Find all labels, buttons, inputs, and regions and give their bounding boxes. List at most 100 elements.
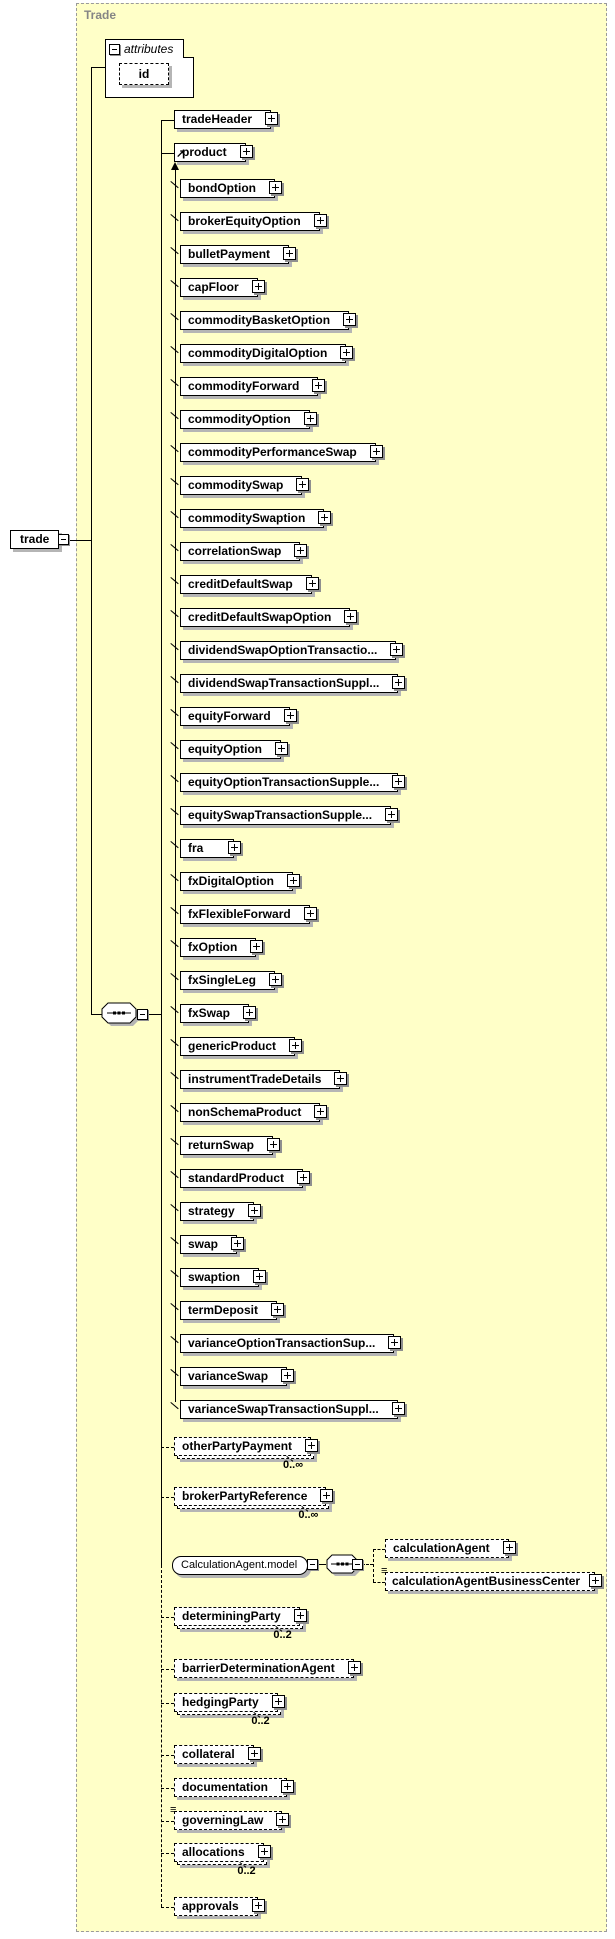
expand-icon[interactable] — [281, 1780, 294, 1793]
element-commoditySwaption[interactable]: commoditySwaption — [180, 509, 332, 528]
expand-icon[interactable] — [289, 1039, 303, 1052]
expand-icon[interactable] — [589, 1574, 603, 1587]
element-genericProduct[interactable]: genericProduct — [180, 1037, 303, 1056]
expand-icon[interactable] — [287, 874, 300, 887]
element-creditDefaultSwapOption[interactable]: creditDefaultSwapOption — [180, 608, 358, 627]
element-swap[interactable]: swap — [180, 1235, 245, 1254]
sequence-icon[interactable] — [101, 1002, 141, 1030]
expand-icon[interactable] — [294, 544, 308, 557]
expand-icon[interactable] — [297, 1171, 311, 1184]
element-commodityForward[interactable]: commodityForward — [180, 377, 326, 396]
element-product[interactable]: product — [174, 143, 253, 162]
expand-icon[interactable] — [271, 1695, 285, 1708]
expand-icon[interactable] — [314, 1105, 328, 1118]
element-commoditySwap[interactable]: commoditySwap — [180, 476, 310, 495]
element-documentation[interactable]: documentation — [174, 1778, 294, 1797]
element-swaption[interactable]: swaption — [180, 1268, 267, 1287]
element-commodityBasketOption[interactable]: commodityBasketOption — [180, 311, 357, 330]
element-bondOption[interactable]: bondOption — [180, 179, 282, 198]
element-commodityDigitalOption[interactable]: commodityDigitalOption — [180, 344, 354, 363]
expand-icon[interactable] — [275, 742, 288, 755]
expand-icon[interactable] — [251, 280, 265, 293]
element-dividendSwapTransactionSuppl...[interactable]: dividendSwapTransactionSuppl... — [180, 674, 406, 693]
expand-icon[interactable] — [392, 676, 406, 689]
expand-icon[interactable] — [228, 841, 241, 854]
expand-icon[interactable] — [265, 112, 279, 125]
expand-icon[interactable] — [283, 247, 297, 260]
group-calculation-agent-model[interactable]: CalculationAgent.model — [172, 1555, 318, 1575]
element-equityOption[interactable]: equityOption — [180, 740, 288, 759]
expand-icon[interactable] — [257, 1845, 271, 1858]
expand-icon[interactable] — [320, 1489, 334, 1502]
element-returnSwap[interactable]: returnSwap — [180, 1136, 281, 1155]
expand-icon[interactable] — [293, 1609, 307, 1622]
element-commodityPerformanceSwap[interactable]: commodityPerformanceSwap — [180, 443, 383, 462]
expand-icon[interactable] — [391, 1402, 405, 1415]
element-governingLaw[interactable]: governingLaw≡ — [170, 1804, 290, 1830]
collapse-icon[interactable] — [352, 1559, 363, 1570]
element-fxDigitalOption[interactable]: fxDigitalOption — [180, 872, 300, 891]
expand-icon[interactable] — [313, 214, 327, 227]
element-barrierDeterminationAgent[interactable]: barrierDeterminationAgent — [174, 1659, 361, 1678]
element-fxSingleLeg[interactable]: fxSingleLeg — [180, 971, 283, 990]
element-varianceSwap[interactable]: varianceSwap — [180, 1367, 295, 1386]
expand-icon[interactable] — [267, 1138, 281, 1151]
element-approvals[interactable]: approvals — [174, 1897, 265, 1916]
expand-icon[interactable] — [334, 1072, 348, 1085]
element-collateral[interactable]: collateral — [174, 1745, 261, 1764]
element-creditDefaultSwap[interactable]: creditDefaultSwap — [180, 575, 319, 594]
expand-icon[interactable] — [250, 940, 264, 953]
attribute-id[interactable]: id — [119, 63, 169, 85]
collapse-icon[interactable] — [137, 1009, 148, 1020]
expand-icon[interactable] — [251, 1899, 265, 1912]
expand-icon[interactable] — [347, 1661, 361, 1674]
collapse-icon[interactable] — [307, 1559, 318, 1570]
expand-icon[interactable] — [296, 478, 310, 491]
element-varianceOptionTransactionSup...[interactable]: varianceOptionTransactionSup... — [180, 1334, 402, 1353]
element-fxFlexibleForward[interactable]: fxFlexibleForward — [180, 905, 317, 924]
expand-icon[interactable] — [303, 412, 317, 425]
collapse-icon[interactable] — [58, 534, 70, 545]
element-standardProduct[interactable]: standardProduct — [180, 1169, 311, 1188]
expand-icon[interactable] — [369, 445, 383, 458]
expand-icon[interactable] — [231, 1237, 245, 1250]
element-brokerEquityOption[interactable]: brokerEquityOption — [180, 212, 327, 231]
expand-icon[interactable] — [344, 610, 358, 623]
expand-icon[interactable] — [305, 577, 319, 590]
expand-icon[interactable] — [268, 181, 282, 194]
expand-icon[interactable] — [281, 1369, 295, 1382]
expand-icon[interactable] — [343, 313, 357, 326]
element-tradeHeader[interactable]: tradeHeader — [174, 110, 279, 129]
element-equitySwapTransactionSupple...[interactable]: equitySwapTransactionSupple... — [180, 806, 399, 825]
element-trade[interactable]: trade — [10, 530, 70, 549]
element-varianceSwapTransactionSuppl...[interactable]: varianceSwapTransactionSuppl... — [180, 1400, 405, 1419]
expand-icon[interactable] — [340, 346, 354, 359]
expand-icon[interactable] — [243, 1006, 257, 1019]
expand-icon[interactable] — [269, 973, 283, 986]
expand-icon[interactable] — [253, 1270, 267, 1283]
element-fxOption[interactable]: fxOption — [180, 938, 264, 957]
element-fxSwap[interactable]: fxSwap — [180, 1004, 257, 1023]
expand-icon[interactable] — [271, 1303, 285, 1316]
element-dividendSwapOptionTransactio...[interactable]: dividendSwapOptionTransactio... — [180, 641, 404, 660]
element-termDeposit[interactable]: termDeposit — [180, 1301, 285, 1320]
expand-icon[interactable] — [303, 907, 317, 920]
element-commodityOption[interactable]: commodityOption — [180, 410, 317, 429]
element-capFloor[interactable]: capFloor — [180, 278, 265, 297]
expand-icon[interactable] — [318, 511, 332, 524]
expand-icon[interactable] — [388, 1336, 402, 1349]
element-instrumentTradeDetails[interactable]: instrumentTradeDetails — [180, 1070, 348, 1089]
element-fra[interactable]: fra — [180, 839, 241, 858]
expand-icon[interactable] — [247, 1204, 261, 1217]
element-correlationSwap[interactable]: correlationSwap — [180, 542, 308, 561]
expand-icon[interactable] — [305, 1439, 319, 1452]
expand-icon[interactable] — [502, 1541, 516, 1554]
collapse-icon[interactable] — [109, 44, 120, 55]
element-nonSchemaProduct[interactable]: nonSchemaProduct — [180, 1103, 328, 1122]
element-bulletPayment[interactable]: bulletPayment — [180, 245, 297, 264]
